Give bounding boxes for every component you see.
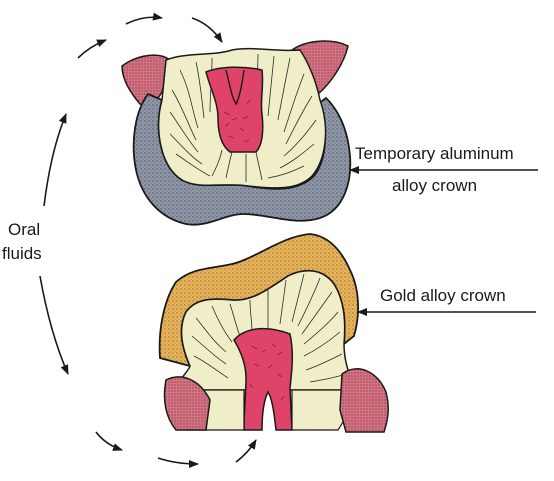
flow-arrow-top-2	[126, 17, 162, 24]
flow-arrow-top-3	[192, 18, 222, 42]
flow-arrow-bottom-2	[158, 458, 198, 464]
oral-fluids-label-line2: fluids	[2, 244, 42, 264]
flow-arrow-left-up	[44, 114, 66, 206]
upper-tooth	[122, 41, 350, 225]
flow-arrow-top-1	[78, 40, 106, 58]
temporary-crown-label-line2: alloy crown	[392, 176, 477, 196]
oral-fluids-label-line1: Oral	[8, 220, 40, 240]
temporary-crown-label-line1: Temporary aluminum	[355, 144, 514, 164]
flow-arrow-bottom-3	[236, 440, 256, 462]
flow-arrow-left-down	[40, 276, 68, 374]
lower-gingiva-right	[340, 369, 388, 432]
gold-crown-label: Gold alloy crown	[380, 286, 506, 306]
flow-arrow-bottom-1	[96, 432, 122, 450]
lower-tooth	[160, 234, 389, 432]
